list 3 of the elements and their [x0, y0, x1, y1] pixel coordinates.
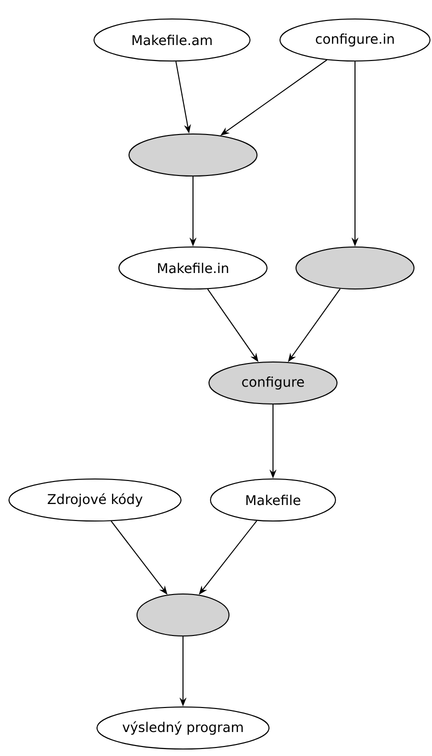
process-ellipse	[296, 246, 414, 290]
process-ellipse	[128, 134, 258, 176]
process-ellipse	[136, 594, 230, 636]
